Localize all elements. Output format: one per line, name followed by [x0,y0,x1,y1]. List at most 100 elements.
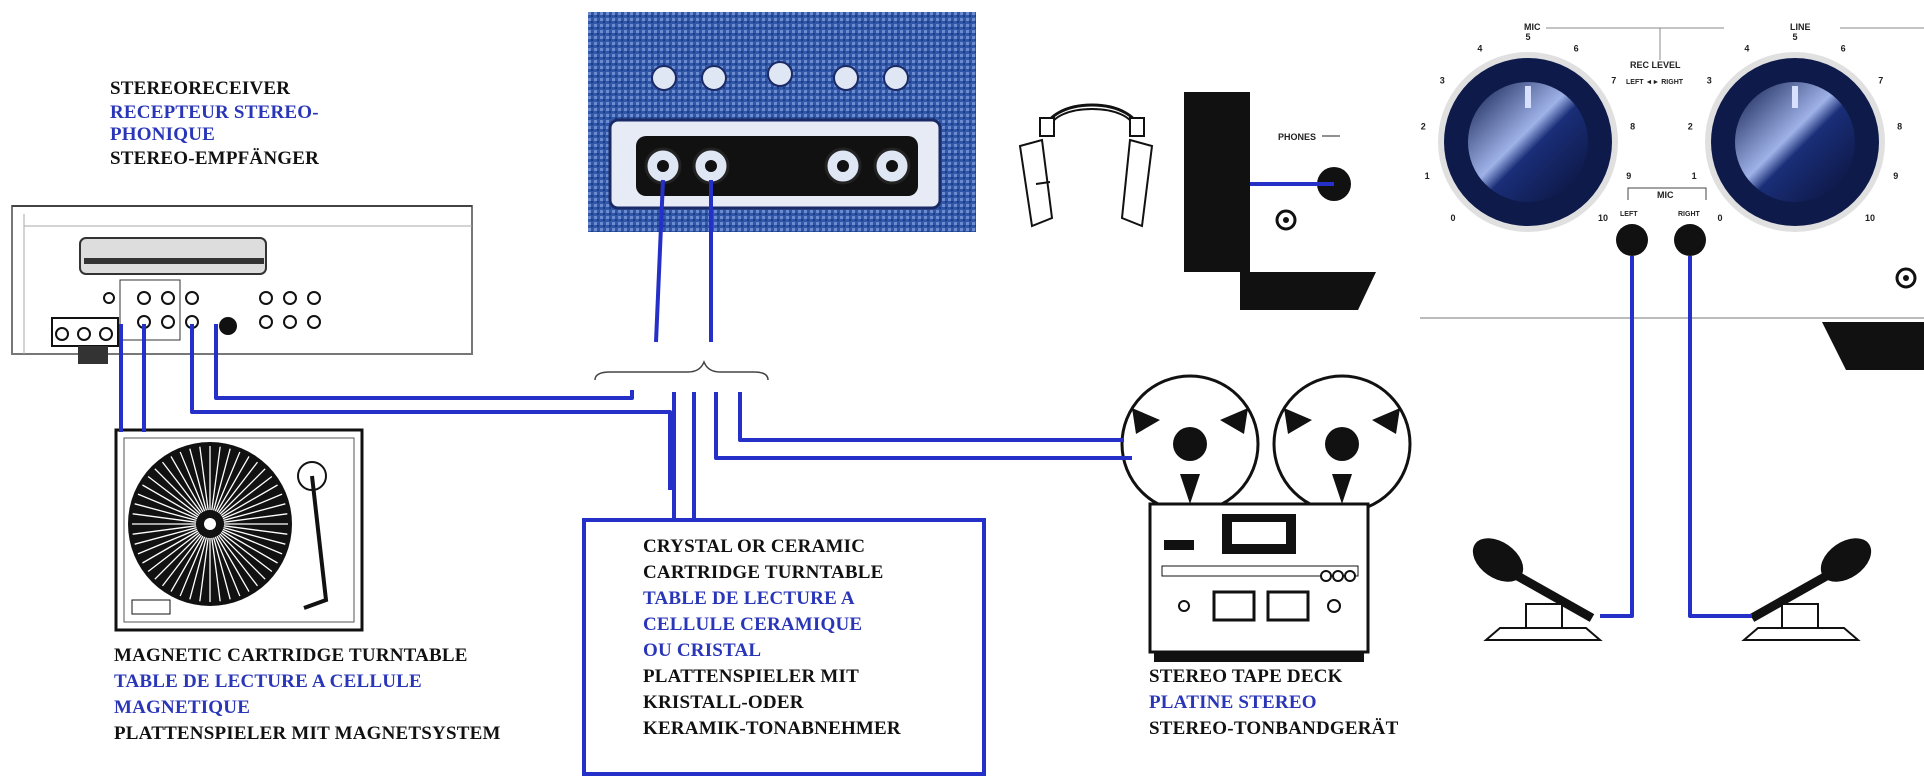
mic-dial-tick-0: 0 [1451,213,1456,223]
platter-ray [142,484,199,518]
platter-ray [223,513,288,523]
platter-ray [220,476,273,516]
mic-rotary-knob-icon [1438,52,1618,232]
mic-dial-tick-10: 10 [1598,213,1608,223]
platter-ray [170,535,204,592]
platter-ray [216,535,250,592]
receiver-label-fr-1: RECEPTEUR STEREO- [110,102,319,123]
platter-ray [137,528,198,555]
mic-dial-tick-7: 7 [1611,76,1616,86]
crystal-turntable-label-fr-2: CELLULE CERAMIQUE [643,614,863,635]
crystal-turntable-label-en-1: CRYSTAL OR CERAMIC [643,536,866,557]
mic-dial-tick-5: 5 [1525,32,1530,42]
line-dial-tick-4: 4 [1744,44,1749,54]
phones-label: PHONES [1278,132,1316,142]
tape-deck-label-en: STEREO TAPE DECK [1149,666,1343,687]
receiver-label-fr-2: PHONIQUE [110,124,216,145]
headphones-icon [1018,103,1154,228]
platter-ray [137,493,198,520]
crystal-turntable-label: CRYSTAL OR CERAMIC CARTRIDGE TURNTABLE T… [643,534,901,742]
rec-level-label: REC LEVEL [1630,60,1681,70]
platter-ray [219,533,266,580]
magnetic-turntable-label: MAGNETIC CARTRIDGE TURNTABLE TABLE DE LE… [114,643,501,747]
crystal-turntable-label-en-2: CARTRIDGE TURNTABLE [643,562,884,583]
platter-ray [189,448,208,511]
line-rotary-knob-icon [1705,52,1885,232]
platter-ray [222,493,283,520]
platter-ray [219,468,266,515]
platter-ray [218,534,258,587]
platter-ray [212,537,231,600]
line-dial-tick-6: 6 [1841,44,1846,54]
platter-ray [134,503,197,522]
mic-dial-tick-1: 1 [1425,171,1430,181]
mic-right-jack [1674,224,1706,256]
microphone-right-icon [1741,538,1872,641]
platter-ray [214,536,241,597]
platter-ray [199,537,209,602]
microphone-left-icon [1472,538,1603,641]
line-label: LINE [1790,22,1811,32]
input-jack-panel [588,12,976,232]
mic-dial-tick-9: 9 [1626,171,1631,181]
platter-ray [220,532,273,572]
crystal-turntable-label-de-2: KRISTALL-ODER [643,692,804,713]
cables [119,179,1752,618]
line-dial-tick-3: 3 [1707,76,1712,86]
rec-level-panel: MIC LINE REC LEVEL LEFT ◄► RIGHT 0 1 2 3 4 5 6… [1420,22,1924,370]
platter-ray [223,503,286,522]
tape-deck-label-de: STEREO-TONBANDGERÄT [1149,718,1399,739]
platter-ray [211,537,221,602]
platter-ray [222,528,283,555]
mic-inputs-label: MIC [1657,190,1674,200]
crystal-turntable-label-fr-1: TABLE DE LECTURE A [643,588,855,609]
platter-ray [134,526,197,545]
receiver-label: STEREORECEIVER RECEPTEUR STEREO- PHONIQU… [110,76,319,172]
platter-ray [211,446,221,511]
platter-ray [142,530,199,564]
tape-deck-label: STEREO TAPE DECK PLATINE STEREO STEREO-T… [1149,664,1398,742]
line-dial-tick-10: 10 [1865,213,1875,223]
receiver-rca-jacks [55,291,321,341]
platter-ray [223,525,288,535]
line-dial-tick-2: 2 [1688,121,1693,131]
platter-ray [147,532,200,572]
right-jack-label: RIGHT [1678,211,1701,218]
platter-ray [221,530,278,564]
platter-ray [189,537,208,600]
crystal-turntable-box [582,518,986,776]
mic-dial-tick-6: 6 [1574,44,1579,54]
magnetic-turntable-icon [114,428,364,632]
platter-ray [199,446,209,511]
platter-ray [147,476,200,516]
magnetic-turntable-label-fr-2: MAGNETIQUE [114,697,251,718]
platter-ray [179,451,206,512]
crystal-turntable-label-fr-3: OU CRISTAL [643,640,762,661]
tape-deck-label-fr: PLATINE STEREO [1149,692,1317,713]
phones-jack-unit: PHONES [1184,92,1376,310]
receiver-label-en: STEREORECEIVER [110,78,291,99]
line-dial-tick-5: 5 [1792,32,1797,42]
platter-ray [212,448,231,511]
line-dial-tick-0: 0 [1718,213,1723,223]
crystal-turntable-label-de-3: KERAMIK-TONABNEHMER [643,718,901,739]
platter-ray [179,536,206,597]
line-dial-tick-1: 1 [1692,171,1697,181]
line-dial-tick-8: 8 [1897,121,1902,131]
platter-ray [132,525,197,535]
mic-left-jack [1616,224,1648,256]
left-right-label: LEFT ◄► RIGHT [1626,79,1684,86]
platter-ray [154,533,201,580]
platter-ray [223,526,286,545]
platter-ray [214,451,241,512]
platter-ray [162,534,202,587]
mic-dial-tick-8: 8 [1630,121,1635,131]
platter-ray [162,461,202,514]
platter-ray [218,461,258,514]
mic-dial-tick-4: 4 [1477,44,1482,54]
receiver-label-de: STEREO-EMPFÄNGER [110,148,320,169]
magnetic-turntable-label-fr-1: TABLE DE LECTURE A CELLULE [114,671,422,692]
line-dial-tick-7: 7 [1878,76,1883,86]
left-jack-label: LEFT [1620,211,1638,218]
